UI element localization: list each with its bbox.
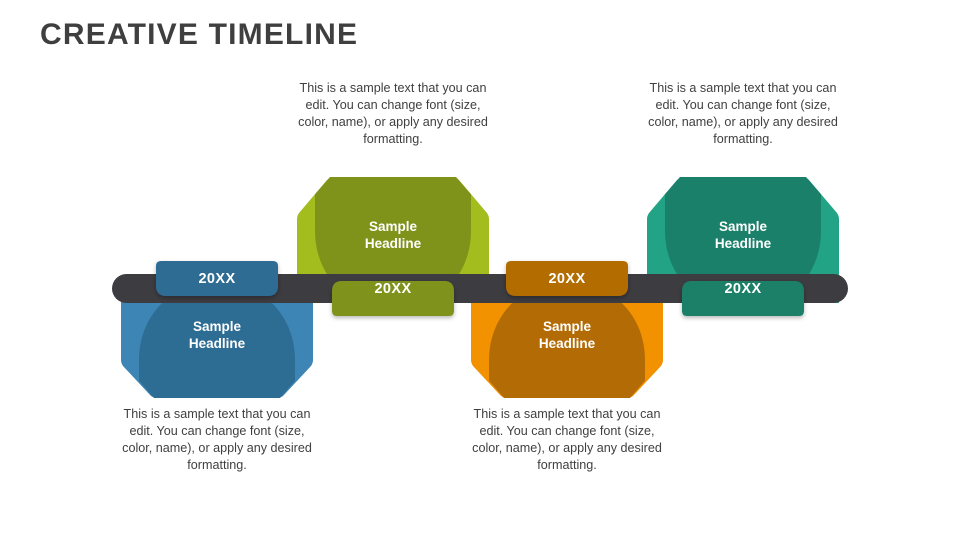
node-1-year-tab <box>156 261 278 296</box>
node-4-body-text: This is a sample text that you can edit.… <box>648 81 838 146</box>
node-3-headline-line1: Sample <box>542 319 592 334</box>
node-2-headline-line1: Sample <box>368 219 418 234</box>
node-3-headline: Sample Headline <box>492 318 642 352</box>
node-4-headline-line2: Headline <box>714 236 772 251</box>
node-1-headline: Sample Headline <box>142 318 292 352</box>
timeline-node-1[interactable] <box>121 282 313 398</box>
node-4-year-tab <box>682 281 804 316</box>
node-3-inner-dome <box>489 288 645 398</box>
node-2-body-text: This is a sample text that you can edit.… <box>298 81 488 146</box>
node-1-inner-dome <box>139 288 295 398</box>
timeline-node-3[interactable] <box>471 282 663 398</box>
node-4-headline: Sample Headline <box>668 218 818 252</box>
node-4-year-label: 20XX <box>724 281 762 297</box>
node-1-headline-line1: Sample <box>192 319 242 334</box>
page-title: CREATIVE TIMELINE <box>40 18 359 51</box>
node-3-year-tab <box>506 261 628 296</box>
node-1-headline-line2: Headline <box>188 336 246 351</box>
node-3-headline-line2: Headline <box>538 336 596 351</box>
node-4-headline-line1: Sample <box>718 219 768 234</box>
node-3-year-label: 20XX <box>548 271 586 287</box>
node-1-year-label: 20XX <box>198 271 236 287</box>
node-3-body-text: This is a sample text that you can edit.… <box>472 407 662 472</box>
node-2-headline: Sample Headline <box>318 218 468 252</box>
timeline-bar <box>112 274 848 303</box>
node-2-year-label: 20XX <box>374 281 412 297</box>
node-2-headline-line2: Headline <box>364 236 422 251</box>
node-1-body-text: This is a sample text that you can edit.… <box>122 407 312 472</box>
node-2-year-tab <box>332 281 454 316</box>
